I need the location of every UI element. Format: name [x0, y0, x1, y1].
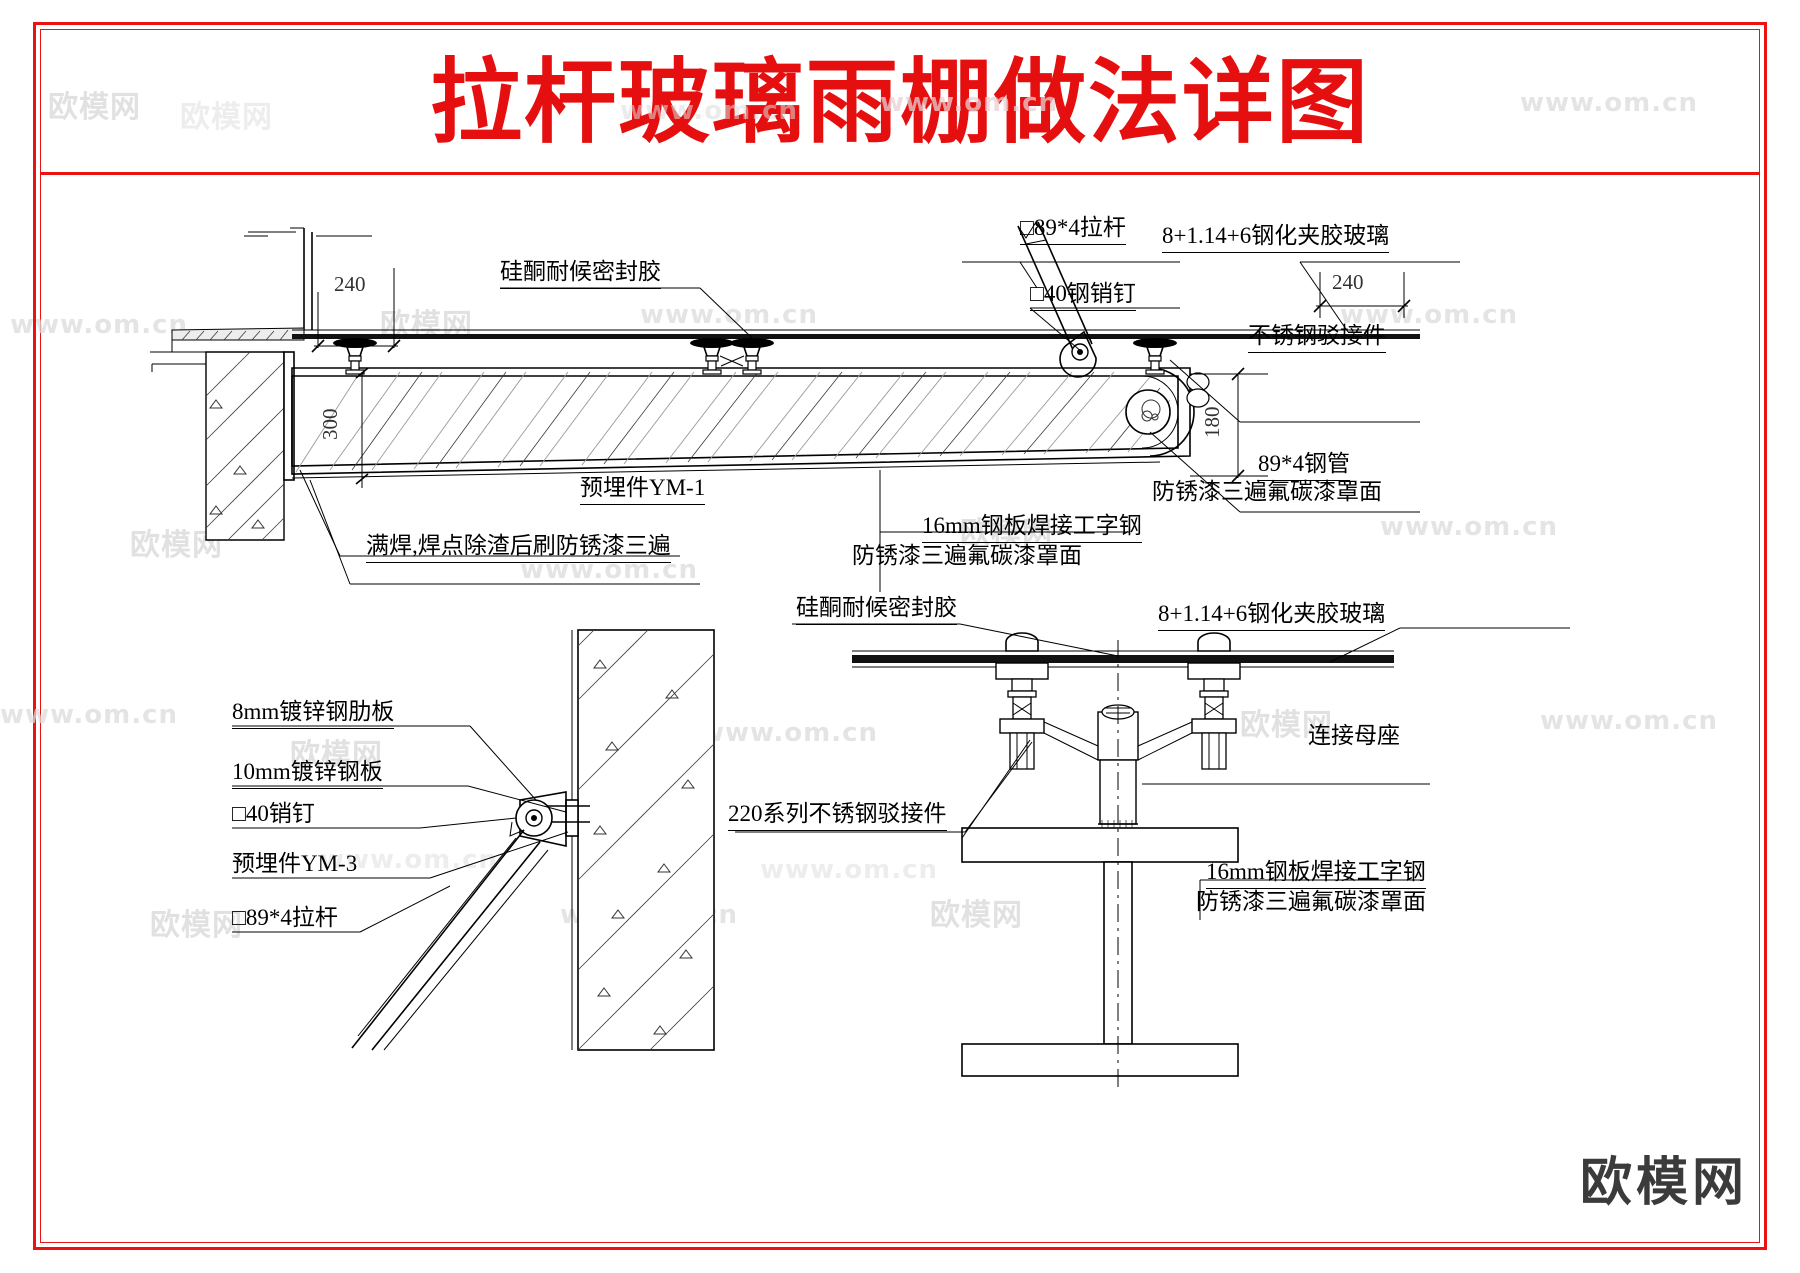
- label-connector-base: 连接母座: [1308, 723, 1400, 748]
- dimension-vertical-300: 300: [318, 408, 342, 441]
- dimension-right-240: 240: [1332, 270, 1364, 294]
- label-weld-note-top: 满焊,焊点除渣后刷防锈漆三遍: [366, 532, 671, 563]
- label-laminated-glass-top: 8+1.14+6钢化夹胶玻璃: [1162, 222, 1390, 253]
- label-steel-pin-top: □40钢销钉: [1030, 280, 1136, 311]
- label-silicone-sealant-top: 硅酮耐候密封胶: [500, 258, 661, 289]
- dimension-left-240: 240: [334, 272, 366, 296]
- label-laminated-glass-bottom: 8+1.14+6钢化夹胶玻璃: [1158, 600, 1386, 631]
- label-steel-pipe-coating-top: 防锈漆三遍氟碳漆罩面: [1152, 479, 1382, 504]
- title-divider-rule: [41, 172, 1759, 175]
- label-tie-rod-top: □89*4拉杆: [1020, 214, 1126, 245]
- label-steel-pipe-top: 89*4钢管: [1258, 450, 1350, 481]
- label-rib-plate: 8mm镀锌钢肋板: [232, 698, 395, 729]
- label-pin-40: □40销钉: [232, 801, 315, 826]
- label-embedded-part-ym3: 预埋件YM-3: [232, 851, 358, 876]
- page-title: 拉杆玻璃雨棚做法详图: [429, 49, 1370, 156]
- dimension-vertical-180: 180: [1200, 406, 1224, 439]
- label-embedded-part-ym1: 预埋件YM-1: [580, 474, 706, 505]
- label-stainless-spider-top: 不锈钢驳接件: [1248, 322, 1386, 353]
- label-tie-rod-bottom-left: □89*4拉杆: [232, 905, 338, 930]
- label-ibeam-bottom: 16mm钢板焊接工字钢: [1206, 858, 1426, 889]
- sheet-border-inner: [40, 29, 1760, 1243]
- label-steel-plate: 10mm镀锌钢板: [232, 758, 383, 789]
- label-ibeam-top: 16mm钢板焊接工字钢: [922, 512, 1142, 543]
- label-silicone-sealant-bottom: 硅酮耐候密封胶: [796, 594, 957, 625]
- label-spider-220-series: 220系列不锈钢驳接件: [728, 800, 947, 831]
- label-ibeam-coating-top: 防锈漆三遍氟碳漆罩面: [852, 543, 1082, 568]
- brand-watermark: 欧模网: [1579, 1153, 1748, 1213]
- label-ibeam-coating-bottom: 防锈漆三遍氟碳漆罩面: [1196, 889, 1426, 914]
- sheet-border-outer: [33, 22, 1767, 1250]
